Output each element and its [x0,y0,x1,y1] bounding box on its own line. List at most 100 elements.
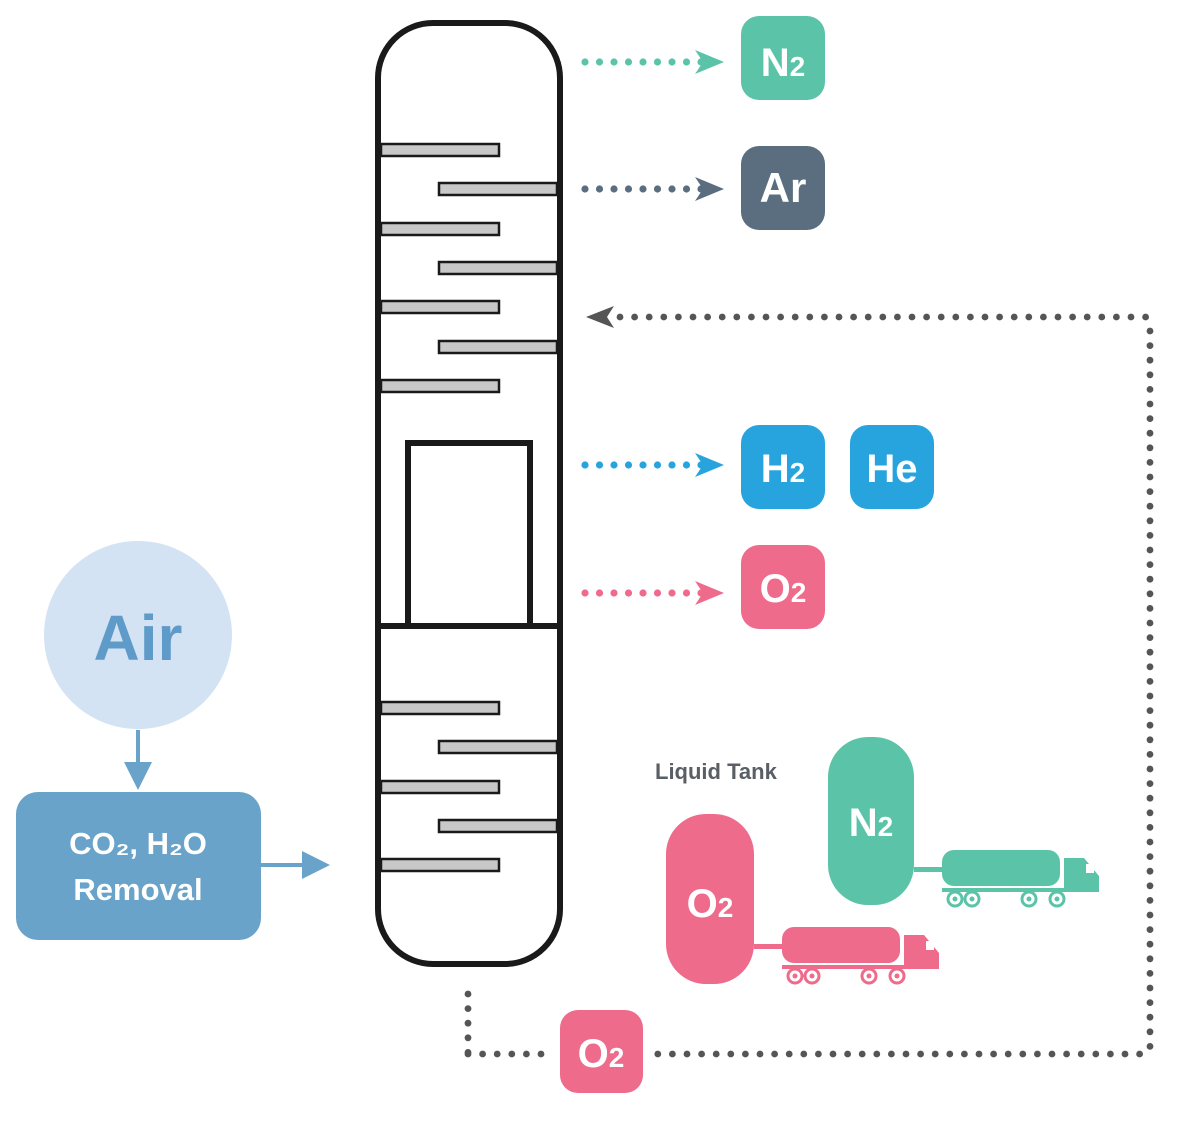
recycle-dot [923,313,930,321]
recycle-dot [1142,313,1149,321]
recycle-dot [917,1050,924,1058]
recycle-dot [1063,1050,1070,1058]
recycle-dot [1146,605,1154,612]
o2-tank-label: O [687,882,718,926]
recycle-dot [835,313,843,321]
n2-tank-body [828,737,914,905]
recycle-dot [1146,853,1154,860]
recycle-dot [1107,1050,1114,1058]
recycle-dot [1146,1028,1154,1036]
recycle-arrowhead [586,306,614,328]
svg-text:O2: O2 [578,1032,625,1076]
o2-output-arrow [581,581,724,605]
recycle-dot [1004,1050,1012,1058]
truck-window [1086,864,1094,873]
truck-wheel [1048,890,1066,908]
recycle-dot [975,1050,983,1058]
recycle-dot [1146,692,1154,700]
n2-liquid-tank: N2 [828,737,1099,908]
recycle-dot [1146,751,1154,758]
recycle-dot [952,313,960,321]
recycle-dot [1146,415,1154,422]
recycle-dot [844,1050,851,1058]
recycle-loop [464,313,1154,1058]
o2-tanker-truck-icon [754,927,939,985]
truck-pipe [754,944,782,949]
o2-label: O [760,567,791,611]
recycle-dot [888,1050,895,1058]
output-n2: N2 [741,16,825,100]
recycle-dot [1048,1050,1056,1058]
recycle-dot [1019,1050,1027,1058]
recycle-dot [1146,794,1154,802]
truck-hub [809,973,815,979]
recycle-dot [791,313,799,321]
recycle-dot [742,1050,749,1058]
recycle-dot [1146,532,1154,539]
arrow-dot [581,461,589,469]
arrow-dot [653,589,662,597]
recycle-dot [1146,780,1154,787]
arrow-dot [639,185,647,193]
recycle-dot [464,1005,472,1012]
recycle-dot [1083,313,1091,321]
svg-text:O2: O2 [687,882,734,926]
recycle-o2-subscript: 2 [609,1042,625,1073]
truck-wheel [803,967,821,985]
output-h2: H2 [741,425,825,509]
recycle-dot [894,313,901,321]
recycle-dot [1146,809,1154,817]
recycle-dot [1146,882,1154,890]
arrow-dot [581,589,589,597]
recycle-dot [902,1050,910,1058]
recycle-dot [1121,1050,1129,1058]
arrowhead [695,453,724,477]
truck-cab [1064,858,1099,892]
column-tray [379,221,501,237]
removal-label-line1: CO₂, H₂O [69,826,207,861]
recycle-dot [1127,313,1135,321]
arrow-dot [624,185,633,193]
recycle-dot [689,313,697,321]
recycle-dot [1146,502,1154,510]
recycle-dot [1146,386,1154,393]
arrow-dot [610,589,618,597]
recycle-dot [464,1034,472,1042]
column-tray [437,818,559,834]
o2-badge [741,545,825,629]
arrowhead [695,177,724,201]
recycle-dot [937,313,945,321]
recycle-dot [712,1050,720,1058]
recycle-dot [858,1050,866,1058]
recycle-dot [879,313,887,321]
recycle-dot [1146,926,1154,933]
arrow-dot [653,185,662,193]
recycle-dot [873,1050,881,1058]
truck-wheel [963,890,981,908]
air-to-removal-arrow [124,730,152,790]
recycle-dot [523,1050,530,1058]
column-tray [379,299,501,315]
recycle-dot [1146,678,1154,685]
recycle-dot [829,1050,837,1058]
recycle-dot [537,1050,545,1058]
air-circle [44,541,232,729]
recycle-dot [908,313,916,321]
column-tray [437,260,559,276]
truck-wheel [860,967,878,985]
recycle-dot [654,1050,662,1058]
svg-text:N2: N2 [849,801,893,845]
recycle-dot [1146,970,1154,977]
recycle-dot [1146,400,1154,408]
recycle-dot [1146,429,1154,437]
arrow-dot [668,589,676,597]
recycle-dot [727,1050,735,1058]
air-label: Air [94,602,183,674]
o2-liquid-tank: O2 [666,814,939,985]
recycle-dot [464,1049,472,1056]
n2-tank-label: N [849,801,878,845]
truck-window [926,941,934,950]
recycle-dot [1146,517,1154,525]
n2-badge [741,16,825,100]
recycle-dot [1098,313,1106,321]
